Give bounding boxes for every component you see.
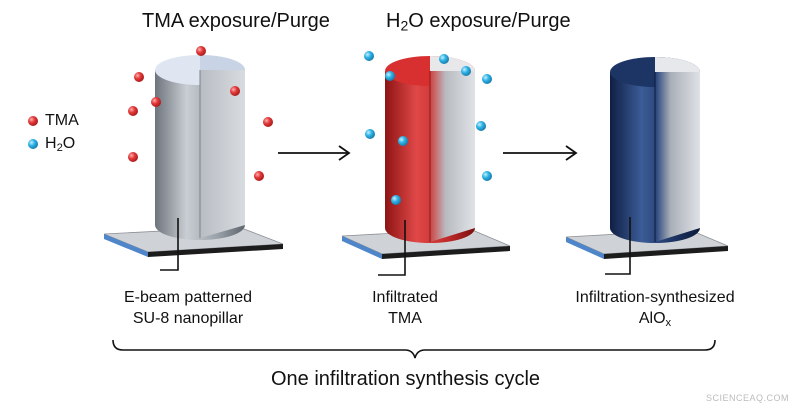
cycle-brace <box>112 339 716 359</box>
alox-pillar-group <box>565 57 729 259</box>
su8-nanopillar <box>155 55 245 240</box>
caption-leader-3 <box>605 217 631 275</box>
watermark: SCIENCEAQ.COM <box>706 393 790 403</box>
caption-su8-nanopillar: E-beam patterned SU-8 nanopillar <box>103 287 273 329</box>
caption-su8-line2: SU-8 nanopillar <box>132 310 244 327</box>
caption-alox-sub: x <box>665 316 672 329</box>
caption-alox-line2: AlOx <box>555 308 755 329</box>
cycle-label: One infiltration synthesis cycle <box>271 368 541 390</box>
tma-molecules <box>128 46 273 181</box>
caption-leader-1 <box>160 218 179 271</box>
step1-title: TMA exposure/Purge <box>142 10 330 32</box>
legend-h2o-suffix: O <box>62 135 76 152</box>
step2-title: H2O exposure/Purge <box>386 10 571 33</box>
legend-h2o-label: H2O <box>45 135 75 153</box>
legend-h2o-prefix: H <box>45 135 57 152</box>
step2-title-suffix: O exposure/Purge <box>408 10 571 32</box>
step2-title-sub: 2 <box>400 17 409 34</box>
caption-tma-line1: Infiltrated <box>372 289 438 306</box>
su8-nanopillar-group <box>103 55 284 257</box>
tma-infiltrated-pillar-group <box>341 56 511 259</box>
caption-infiltrated-tma: Infiltrated TMA <box>340 287 470 329</box>
arrow-right-icon <box>278 145 351 161</box>
legend-tma-label: TMA <box>45 112 79 129</box>
legend-tma-marker <box>28 116 38 126</box>
caption-alox-prefix: AlO <box>638 310 666 327</box>
tma-infiltrated-pillar <box>385 56 475 243</box>
alox-pillar <box>610 57 700 243</box>
legend-h2o-marker <box>28 139 38 149</box>
caption-infiltration-synthesized-alox: Infiltration-synthesized AlOx <box>555 287 755 329</box>
caption-tma-line2: TMA <box>388 310 422 327</box>
caption-leader-2 <box>378 220 406 276</box>
h2o-molecules <box>364 51 492 205</box>
step2-title-prefix: H <box>386 10 401 32</box>
arrow-right-icon <box>503 145 578 161</box>
legend-h2o-sub: 2 <box>56 141 63 154</box>
caption-su8-line1: E-beam patterned <box>123 289 253 306</box>
caption-alox-line1: Infiltration-synthesized <box>575 289 735 306</box>
